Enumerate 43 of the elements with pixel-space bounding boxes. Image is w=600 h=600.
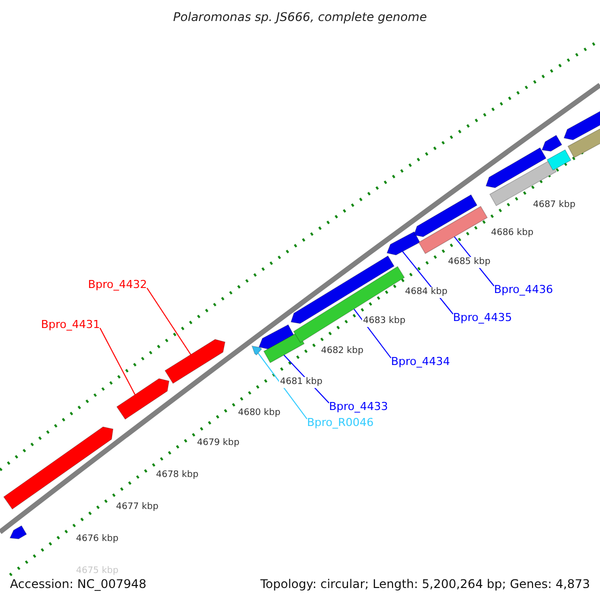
footer-text: Accession: NC_007948 (10, 578, 146, 590)
gene-feature (564, 109, 600, 140)
tick-label: 4680 kbp (237, 408, 282, 419)
gene-feature (486, 147, 546, 188)
leader-line (100, 328, 136, 396)
gene-feature (542, 134, 562, 152)
gene-label: Bpro_4432 (88, 279, 148, 290)
footer-text: Topology: circular; Length: 5,200,264 bp; Genes: 4,873 (260, 578, 590, 590)
leader-line (258, 352, 308, 420)
gene-feature (164, 339, 226, 384)
gene-feature (567, 126, 600, 158)
tick-label: 4685 kbp (447, 257, 492, 268)
tick-label: 4679 kbp (196, 438, 240, 449)
tick-label: 4686 kbp (490, 228, 534, 239)
tick-label: 4684 kbp (404, 287, 448, 298)
gene-label: Bpro_R0046 (307, 417, 374, 428)
gene-label: Bpro_4436 (494, 284, 554, 295)
tick-label: 4682 kbp (320, 346, 364, 357)
gene-feature (489, 160, 557, 206)
gene-feature (9, 525, 27, 540)
gene-feature (3, 426, 114, 510)
gene-feature (414, 194, 478, 238)
gene-feature (116, 378, 170, 420)
gene-label: Bpro_4435 (453, 312, 512, 323)
tick-label: 4683 kbp (362, 316, 406, 327)
tick-label: 4681 kbp (279, 377, 324, 388)
gene-label: Bpro_4434 (391, 356, 450, 367)
gene-feature (263, 332, 305, 364)
tick-label: 4678 kbp (155, 470, 200, 481)
gene-feature (418, 206, 488, 254)
gene-feature (258, 324, 294, 350)
title: Polaromonas sp. JS666, complete genome (172, 11, 428, 23)
gene-label: Bpro_4433 (329, 401, 388, 412)
gene-label: Bpro_4431 (41, 319, 100, 330)
gene-feature (293, 266, 405, 343)
tick-label: 4677 kbp (115, 502, 160, 513)
gene-feature (251, 346, 262, 356)
gene-feature (386, 231, 420, 256)
leader-line (354, 308, 392, 358)
gene-feature (546, 149, 572, 171)
tick-label: 4687 kbp (532, 200, 576, 211)
leader-line (146, 288, 192, 356)
tick-label: 4676 kbp (75, 534, 120, 545)
